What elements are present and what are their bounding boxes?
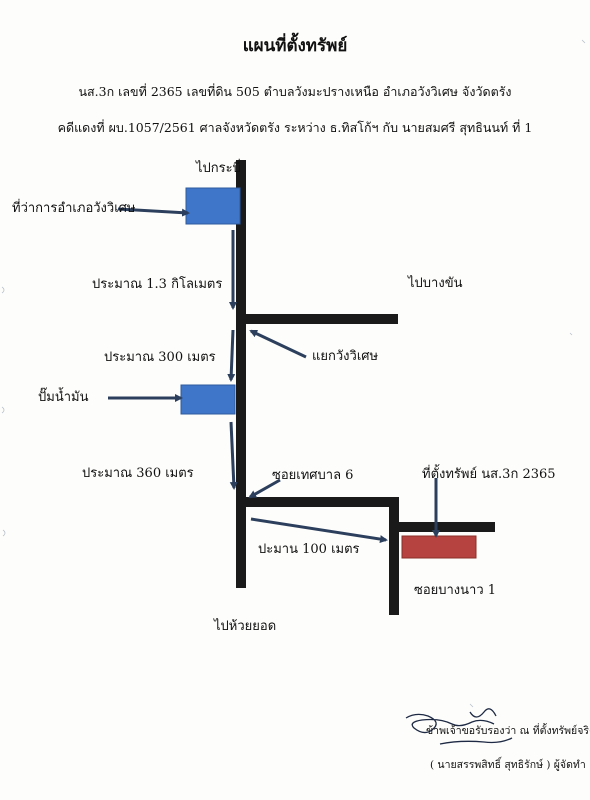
label-dist-300m: ประมาณ 300 เมตร: [104, 350, 216, 365]
label-dist-1-3km: ประมาณ 1.3 กิโลเมตร: [92, 277, 223, 292]
label-to-huai-yot: ไปห้วยยอด: [214, 619, 277, 634]
district-office-building: [185, 187, 241, 225]
road-to-bang-khan: [246, 314, 398, 324]
arrow-300m: [227, 329, 236, 382]
arrow-100m: [250, 517, 388, 544]
property-access-road: [399, 522, 495, 532]
arrow-360m: [229, 421, 238, 490]
soi-thetsaban-road: [246, 497, 398, 507]
certification-text: ข้าพเจ้าขอรับรองว่า ณ ที่ตั้งทรัพย์จริง: [426, 725, 590, 737]
roads: [236, 160, 495, 615]
scan-marks: [1, 39, 586, 708]
arrow-junction: [249, 329, 307, 359]
signature: [405, 708, 513, 745]
arrows: [108, 207, 440, 544]
signer-name: ( นายสรรพสิทธิ์ สุทธิรักษ์ ) ผู้จัดทำ: [430, 759, 586, 771]
main-road: [236, 160, 246, 588]
arrow-district-office: [117, 207, 190, 217]
property-plot: [401, 535, 477, 559]
label-soi-bang-nao: ซอยบางนาว 1: [414, 583, 497, 598]
label-gas-station: ปั๊มน้ำมัน: [38, 390, 89, 405]
label-soi-thetsaban: ซอยเทศบาล 6: [272, 468, 354, 483]
label-junction: แยกวังวิเศษ: [312, 349, 379, 364]
map-title: แผนที่ตั้งทรัพย์: [242, 36, 348, 56]
label-district-office: ที่ว่าการอำเภอวังวิเศษ: [12, 201, 136, 216]
property-deed-line: นส.3ก เลขที่ 2365 เลขที่ดิน 505 ตำบลวังม…: [78, 84, 512, 99]
arrow-soi-thetsaban: [248, 478, 281, 499]
label-to-bang-khan: ไปบางขัน: [408, 276, 463, 291]
label-dist-100m: ปะมาน 100 เมตร: [258, 542, 360, 557]
gas-station-building: [180, 384, 236, 415]
case-number-line: คดีแดงที่ ผบ.1057/2561 ศาลจังหวัดตรัง ระ…: [57, 120, 533, 135]
label-dist-360m: ประมาณ 360 เมตร: [82, 466, 194, 481]
soi-bang-nao-road: [389, 497, 399, 615]
label-property-location: ที่ตั้งทรัพย์ นส.3ก 2365: [422, 467, 556, 482]
label-to-krabi: ไปกระบี่: [196, 161, 241, 176]
